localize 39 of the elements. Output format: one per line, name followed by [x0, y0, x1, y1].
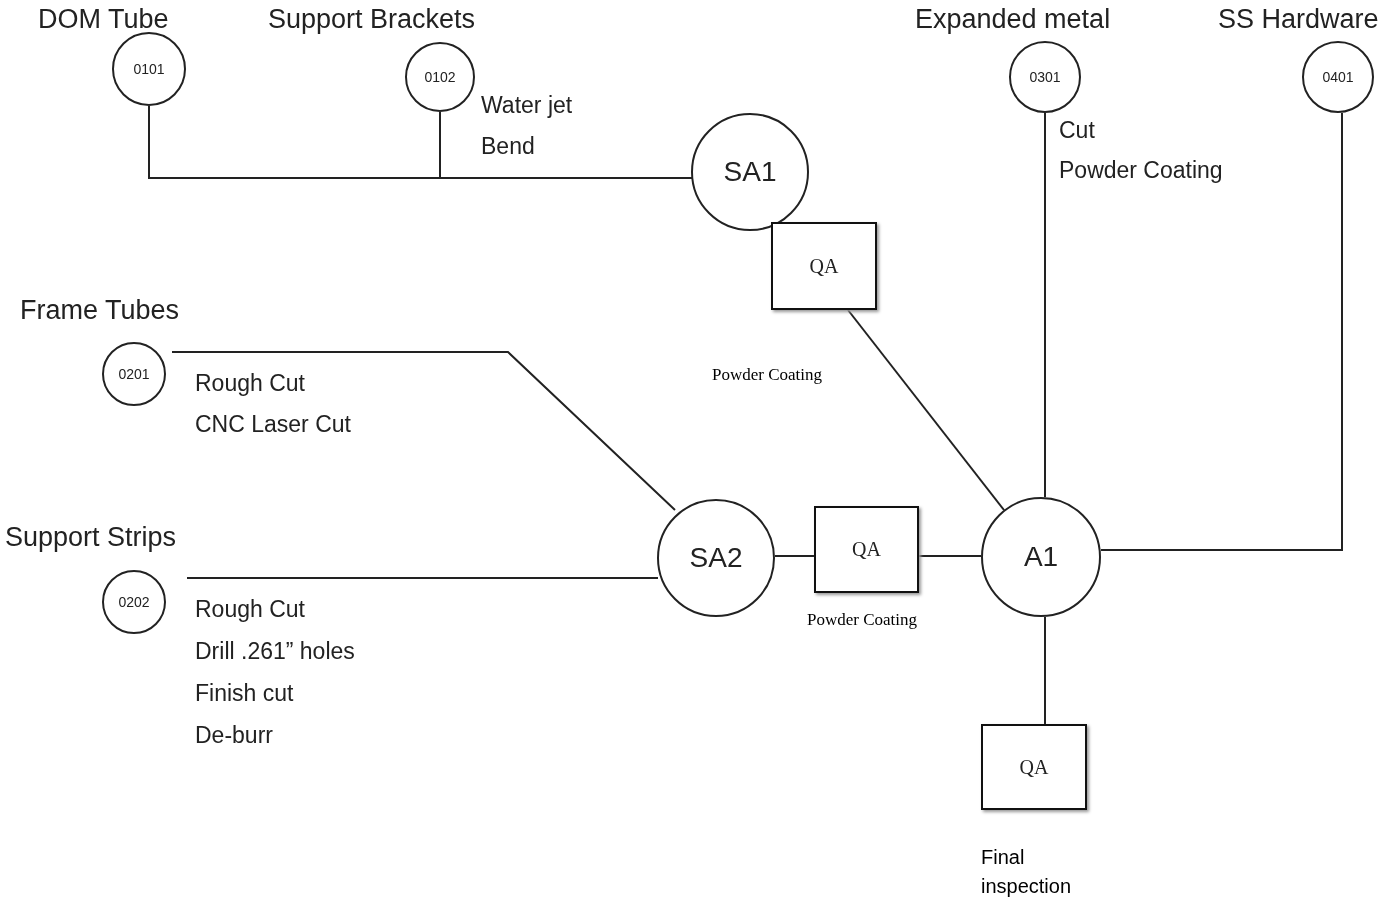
process-step: Water jet	[481, 91, 573, 119]
inspection-box: QA	[771, 222, 877, 310]
part-name: DOM Tube	[38, 3, 169, 35]
connector-line	[774, 555, 815, 557]
connector-line	[918, 555, 982, 557]
part-number-circle: 0201	[102, 342, 166, 406]
assembly-circle: SA2	[657, 499, 775, 617]
process-step: Powder Coating	[712, 365, 823, 385]
connector-line	[1044, 616, 1046, 725]
process-step: Powder Coating	[807, 610, 918, 630]
process-step: De-burr	[195, 721, 273, 749]
process-step: Drill .261” holes	[195, 637, 355, 665]
connector-line	[1100, 112, 1343, 551]
part-name: Expanded metal	[915, 3, 1111, 35]
connector-line	[186, 577, 659, 579]
process-step: Rough Cut	[195, 595, 305, 623]
process-step: CNC Laser Cut	[195, 410, 351, 438]
part-number-circle: 0101	[112, 32, 186, 106]
process-step: Final inspection	[981, 843, 1091, 900]
connector-line	[1044, 112, 1046, 499]
part-number-circle: 0401	[1302, 41, 1374, 113]
part-number-circle: 0102	[405, 42, 475, 112]
process-step: Finish cut	[195, 679, 294, 707]
process-step: Cut	[1059, 116, 1095, 144]
part-name: Support Strips	[5, 521, 177, 553]
process-step: Rough Cut	[195, 369, 305, 397]
inspection-box: QA	[814, 506, 919, 593]
part-name: Support Brackets	[268, 3, 476, 35]
part-number-circle: 0301	[1009, 41, 1081, 113]
part-number-circle: 0202	[102, 570, 166, 634]
assembly-circle: SA1	[691, 113, 809, 231]
connector-line	[171, 351, 676, 511]
process-step: Bend	[481, 132, 535, 160]
part-name: Frame Tubes	[20, 294, 180, 326]
process-step: Powder Coating	[1059, 156, 1223, 184]
connector-line	[847, 309, 1005, 511]
inspection-box: QA	[981, 724, 1087, 810]
assembly-circle: A1	[981, 497, 1101, 617]
part-name: SS Hardware	[1218, 3, 1379, 35]
